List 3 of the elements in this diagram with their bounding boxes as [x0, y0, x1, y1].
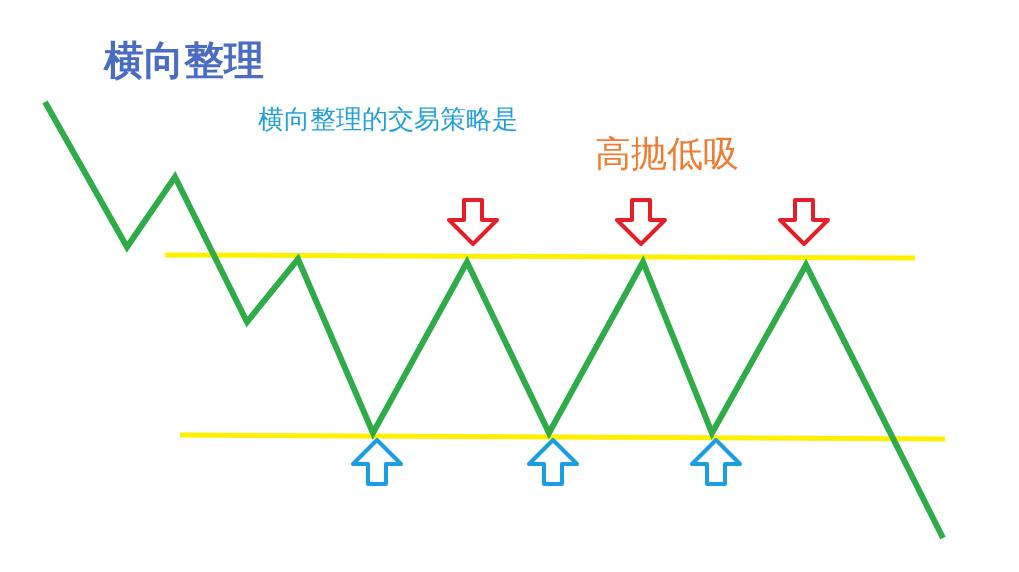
strategy-text: 横向整理的交易策略是	[258, 106, 518, 132]
highlight-text: 高抛低吸	[595, 136, 739, 172]
title: 横向整理	[104, 40, 264, 80]
